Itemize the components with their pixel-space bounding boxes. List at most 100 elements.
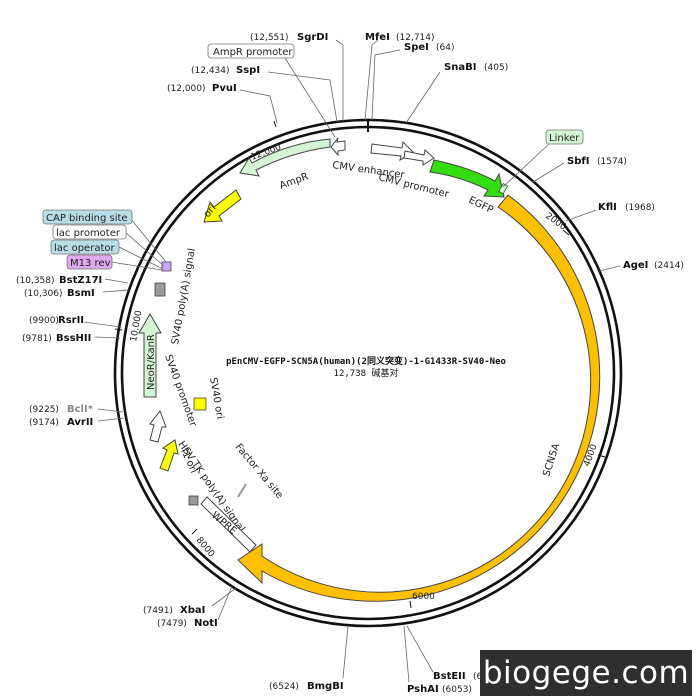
boxed-label-cap-binding-site: CAP binding site [42,209,167,263]
enzyme-position: (6053) [442,685,472,695]
boxed-label-text: lac promoter [56,228,121,239]
feature-sv40-promoter-arrow [149,409,167,443]
feature-sv40-promoter-label: SV40 promoter [162,353,198,429]
enzyme-position: (10,306) [24,289,63,299]
feature-ori-arrow [203,189,242,223]
enzyme-position: (12,434) [191,66,230,76]
enzyme-position: (9174) [29,418,59,428]
enzyme-position: (12,714) [396,33,435,43]
enzyme-name: BstZ17I [59,275,102,286]
enzyme-pshai: PshAI (6053) [403,625,472,695]
feature-lac-box [161,261,172,272]
enzyme-name: AvrII [67,417,93,428]
site-watermark: biogege.com [480,650,692,696]
enzyme-name: NotI [194,618,218,629]
feature-sv40-polya-label: SV40 poly(A) signal [170,247,198,345]
enzyme-name: PshAI [407,684,439,695]
boxed-label-text: M13 rev [70,258,111,269]
enzyme-position: (10,358) [16,276,55,286]
enzyme-sbfi: SbfI (1574) [532,156,627,183]
enzyme-name: XbaI [180,605,205,616]
enzyme-name: RsrII [58,315,84,326]
enzyme-snabi: SnaBI (405) [405,62,508,124]
boxed-label-text: lac operator [54,243,115,254]
boxed-label-lac-operator: lac operator [50,239,164,270]
enzyme-position: (12,551) [250,33,289,43]
tick-6000: 6000 [409,592,435,609]
enzyme-xbai: (7491) XbaI [143,587,237,616]
enzyme-name: SgrDI [297,32,328,43]
enzyme-avrii: (9174) AvrII [29,417,125,428]
enzyme-sgrdi: (12,551) SgrDI [250,32,344,121]
enzyme-name: KflI [598,202,617,213]
enzyme-name: PvuI [212,83,237,94]
enzyme-bsshii: (9781) BssHII [22,333,121,344]
enzyme-name: SnaBI [444,62,476,73]
enzyme-position: (64) [436,43,454,53]
feature-cmv-promoter-label: CMV promoter [377,172,450,200]
feature-ampr-promoter-arrow [330,137,346,157]
boxed-label-m13-rev: M13 rev [66,254,163,271]
feature-factor-xa-mark [237,483,247,498]
plasmid-size: 12,738 碱基对 [334,367,399,379]
enzyme-pvui: (12,000) PvuI [167,83,278,124]
enzyme-bstz17i: (10,358) BstZ17I [16,275,129,286]
feature-neor-arrow [138,313,162,398]
boxed-label-text: AmpR promoter [213,47,293,58]
tick-label: 6000 [412,592,435,602]
enzyme-bmgbi: (6524) BmgBI [269,625,349,692]
enzyme-name: SpeI [404,42,429,53]
feature-egfp-label: EGFP [467,195,495,216]
enzyme-position: (7479) [157,619,187,629]
boxed-label-linker: Linker [502,129,584,188]
enzyme-position: (1968) [625,203,655,213]
enzyme-sspi: (12,434) SspI [191,65,338,123]
feature-hsv-tk-box [188,495,199,506]
enzyme-position: (2414) [654,261,684,271]
feature-scn5a-label: SCN5A [541,442,562,478]
feature-wpre-box [200,496,257,553]
enzyme-position: (1574) [597,157,627,167]
enzyme-position: (405) [484,63,508,73]
feature-cmv-promoter-arrow [403,149,435,166]
enzyme-mfei: MfeI (12,714) [364,32,435,121]
feature-ampr-label: AmpR [278,171,310,192]
enzyme-name: BssHII [56,333,91,344]
enzyme-kfli: KflI (1968) [565,202,655,222]
enzyme-position: (9900) [29,316,59,326]
feature-hsv-tk-label: HSV TK poly(A) signal [176,439,247,534]
feature-ampr-arrow [239,138,331,177]
enzyme-name: BstEII [433,671,466,682]
enzyme-name: BmgBI [307,681,344,692]
enzyme-name: SbfI [567,156,589,167]
enzyme-spei: SpeI (64) [371,42,454,121]
enzyme-agei: AgeI (2414) [598,260,684,272]
boxed-label-lac-promoter: lac promoter [52,224,165,267]
enzyme-name: AgeI [623,260,648,271]
boxed-label-text: Linker [549,133,580,144]
enzyme-position: (7491) [143,606,173,616]
enzyme-rsrii: (9900) RsrII [29,315,122,328]
enzyme-name: BsmI [67,288,95,299]
enzyme-noti: (7479) NotI [157,585,233,629]
enzyme-bcli: (9225) BclI* [29,404,124,415]
enzyme-position: (9225) [29,405,59,415]
enzyme-position: (12,000) [167,84,206,94]
enzyme-name: SspI [236,65,260,76]
feature-sv40-ori-box [193,397,207,411]
boxed-label-text: CAP binding site [46,213,128,224]
feature-egfp-arrow [429,159,505,198]
tick-label: 10,000 [129,310,144,343]
boxed-label-ampr-promoter: AmpR promoter [207,43,336,138]
enzyme-name: MfeI [365,32,390,43]
enzyme-position: (6524) [269,682,299,692]
feature-sv40-polya-box [154,282,166,297]
enzyme-position: (9781) [22,334,52,344]
feature-scn5a-arrow [237,194,601,602]
feature-neor-label: NeoR/KanR [146,334,157,390]
feature-f1-ori-arrow [159,439,179,472]
feature-sv40-ori-label: SV40 ori [207,377,225,420]
plasmid-title: pEnCMV-EGFP-SCN5A(human)(2同义突变)-1-G1433R… [226,355,506,367]
enzyme-bsmi: (10,306) BsmI [24,288,130,299]
